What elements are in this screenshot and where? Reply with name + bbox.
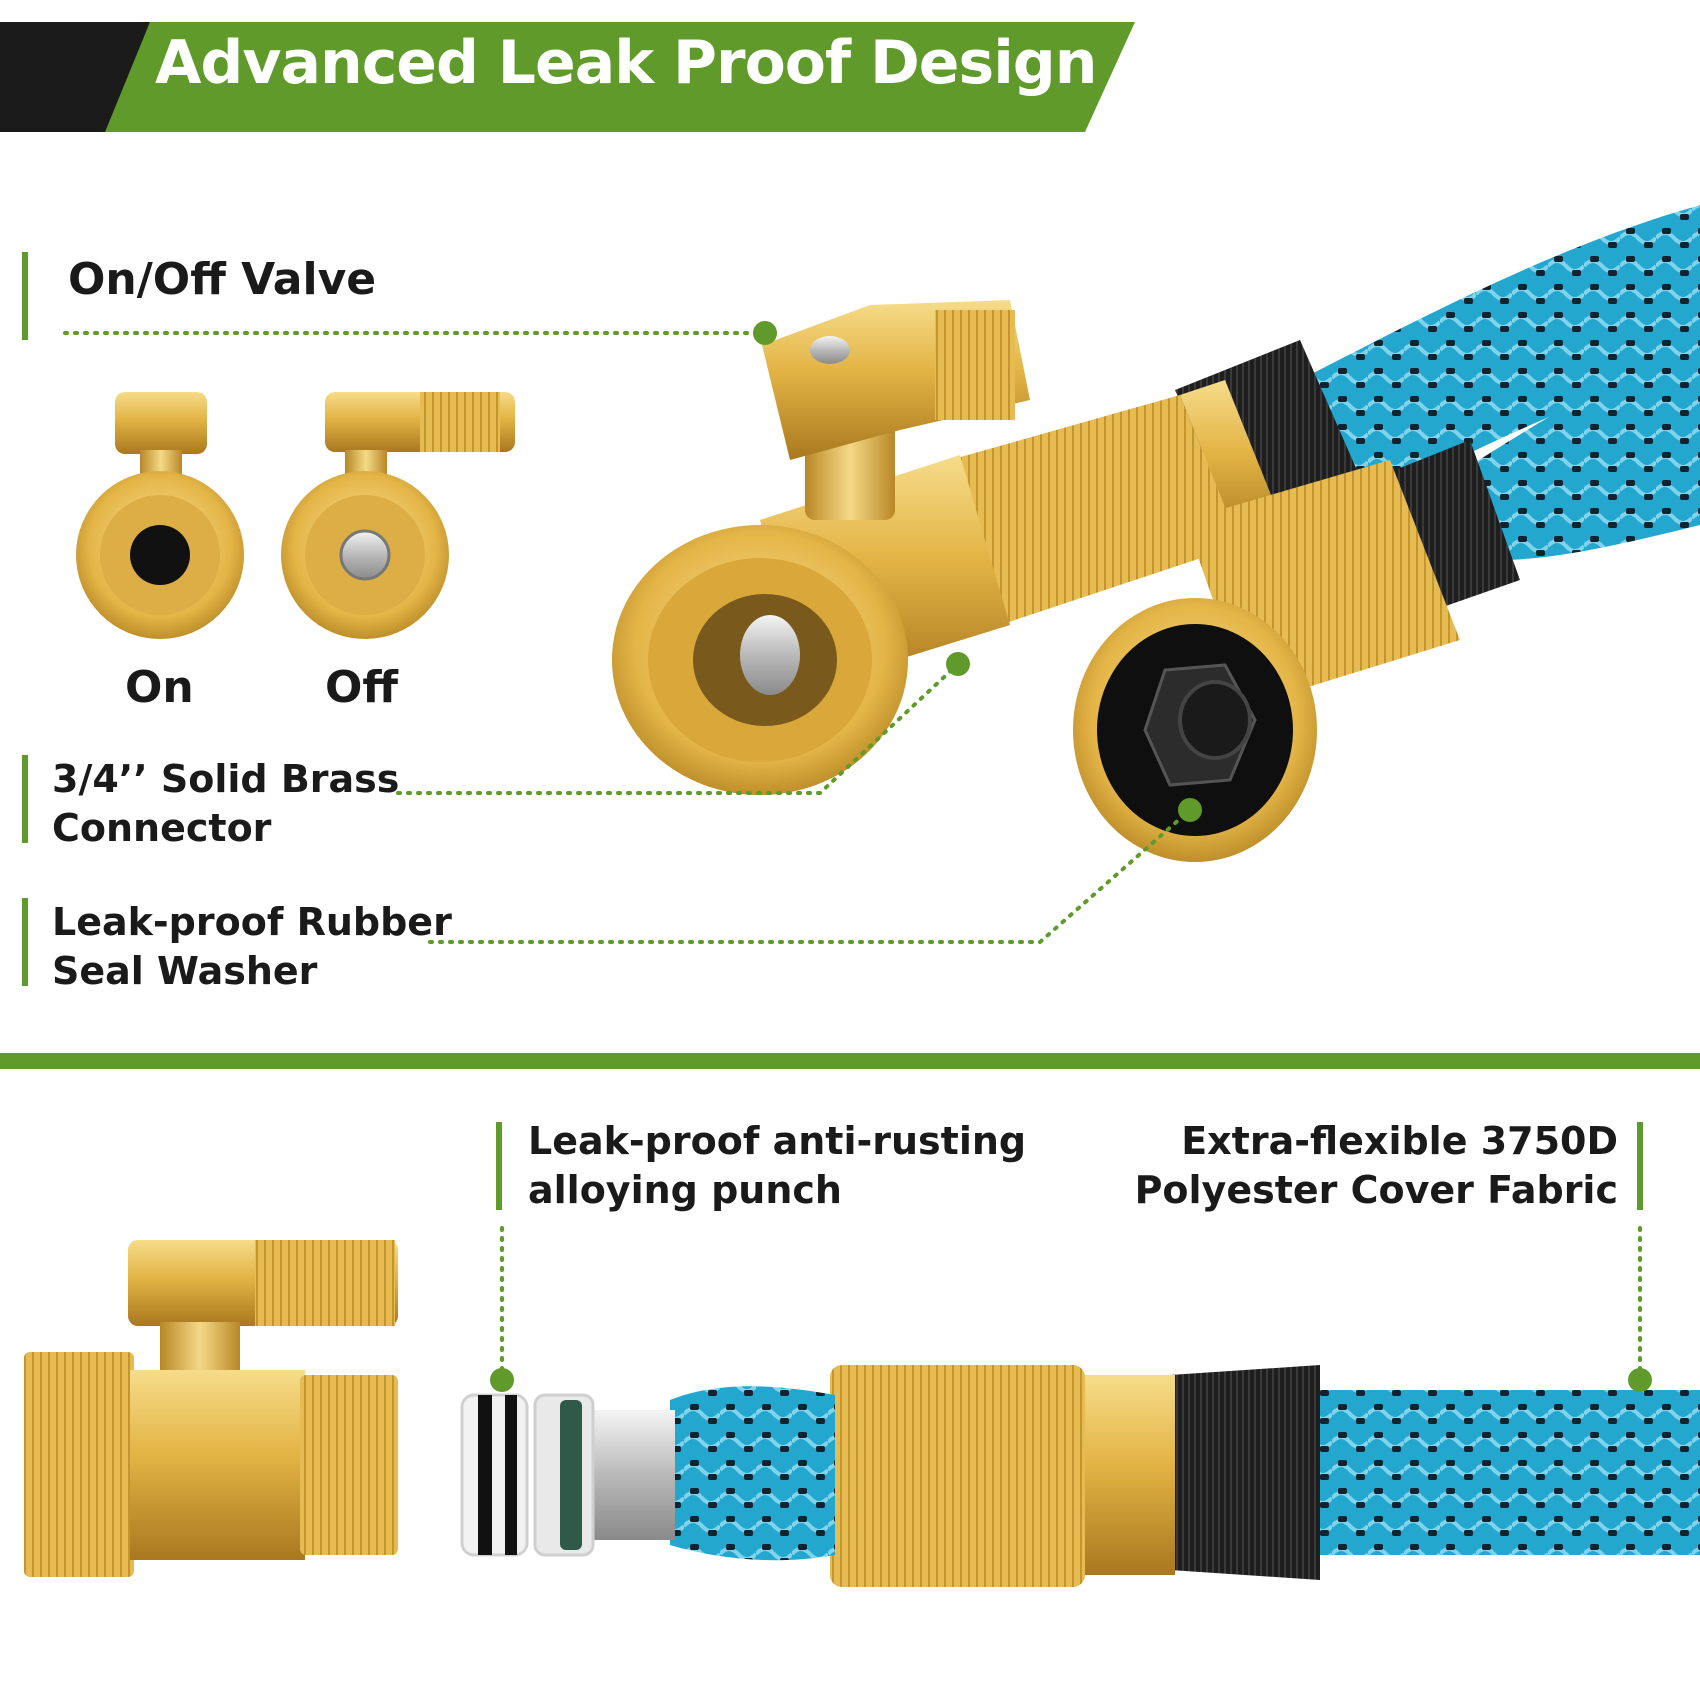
valve-label: On/Off Valve [68, 254, 377, 305]
accent-bar-punch [496, 1122, 502, 1210]
connector-label-line2: Connector [52, 805, 272, 850]
banner-dark-block [0, 22, 150, 132]
washer-label-line1: Leak-proof Rubber [52, 900, 452, 944]
valve-on-illustration [76, 392, 244, 639]
punch-label-line1: Leak-proof anti-rusting [528, 1119, 1027, 1163]
leader-dots [490, 321, 1652, 1392]
upper-hose-rear [1270, 205, 1700, 520]
front-brass-connector [1073, 460, 1460, 862]
accent-bar-washer [22, 898, 28, 986]
standalone-valve [24, 1240, 398, 1577]
fabric-label-line2: Polyester Cover Fabric [1134, 1167, 1618, 1212]
punch-label-line2: alloying punch [528, 1167, 842, 1212]
accent-bar-fabric [1637, 1122, 1643, 1210]
fabric-label-line1: Extra-flexible 3750D [1181, 1119, 1618, 1163]
connector-label: 3/4’’ Solid Brass Connector [52, 755, 399, 852]
washer-label-line2: Seal Washer [52, 948, 318, 993]
on-label: On [125, 662, 194, 713]
section-divider [0, 1053, 1700, 1069]
washer-label: Leak-proof Rubber Seal Washer [52, 898, 452, 995]
fabric-label: Extra-flexible 3750D Polyester Cover Fab… [1135, 1117, 1618, 1214]
upper-hose-front [1440, 341, 1700, 560]
accent-bar-valve [22, 252, 28, 340]
connector-label-line1: 3/4’’ Solid Brass [52, 757, 400, 801]
accent-bar-connector [22, 755, 28, 843]
valve-handle [762, 300, 1030, 520]
banner-title: Advanced Leak Proof Design [155, 28, 1097, 98]
leader-lines [63, 331, 1642, 1382]
off-label: Off [325, 662, 399, 713]
bottom-hose-assembly [460, 1365, 1700, 1587]
rear-brass-connector [612, 380, 1285, 795]
punch-label: Leak-proof anti-rusting alloying punch [528, 1117, 1026, 1214]
valve-off-illustration [281, 392, 515, 639]
banner-green [105, 22, 1135, 132]
